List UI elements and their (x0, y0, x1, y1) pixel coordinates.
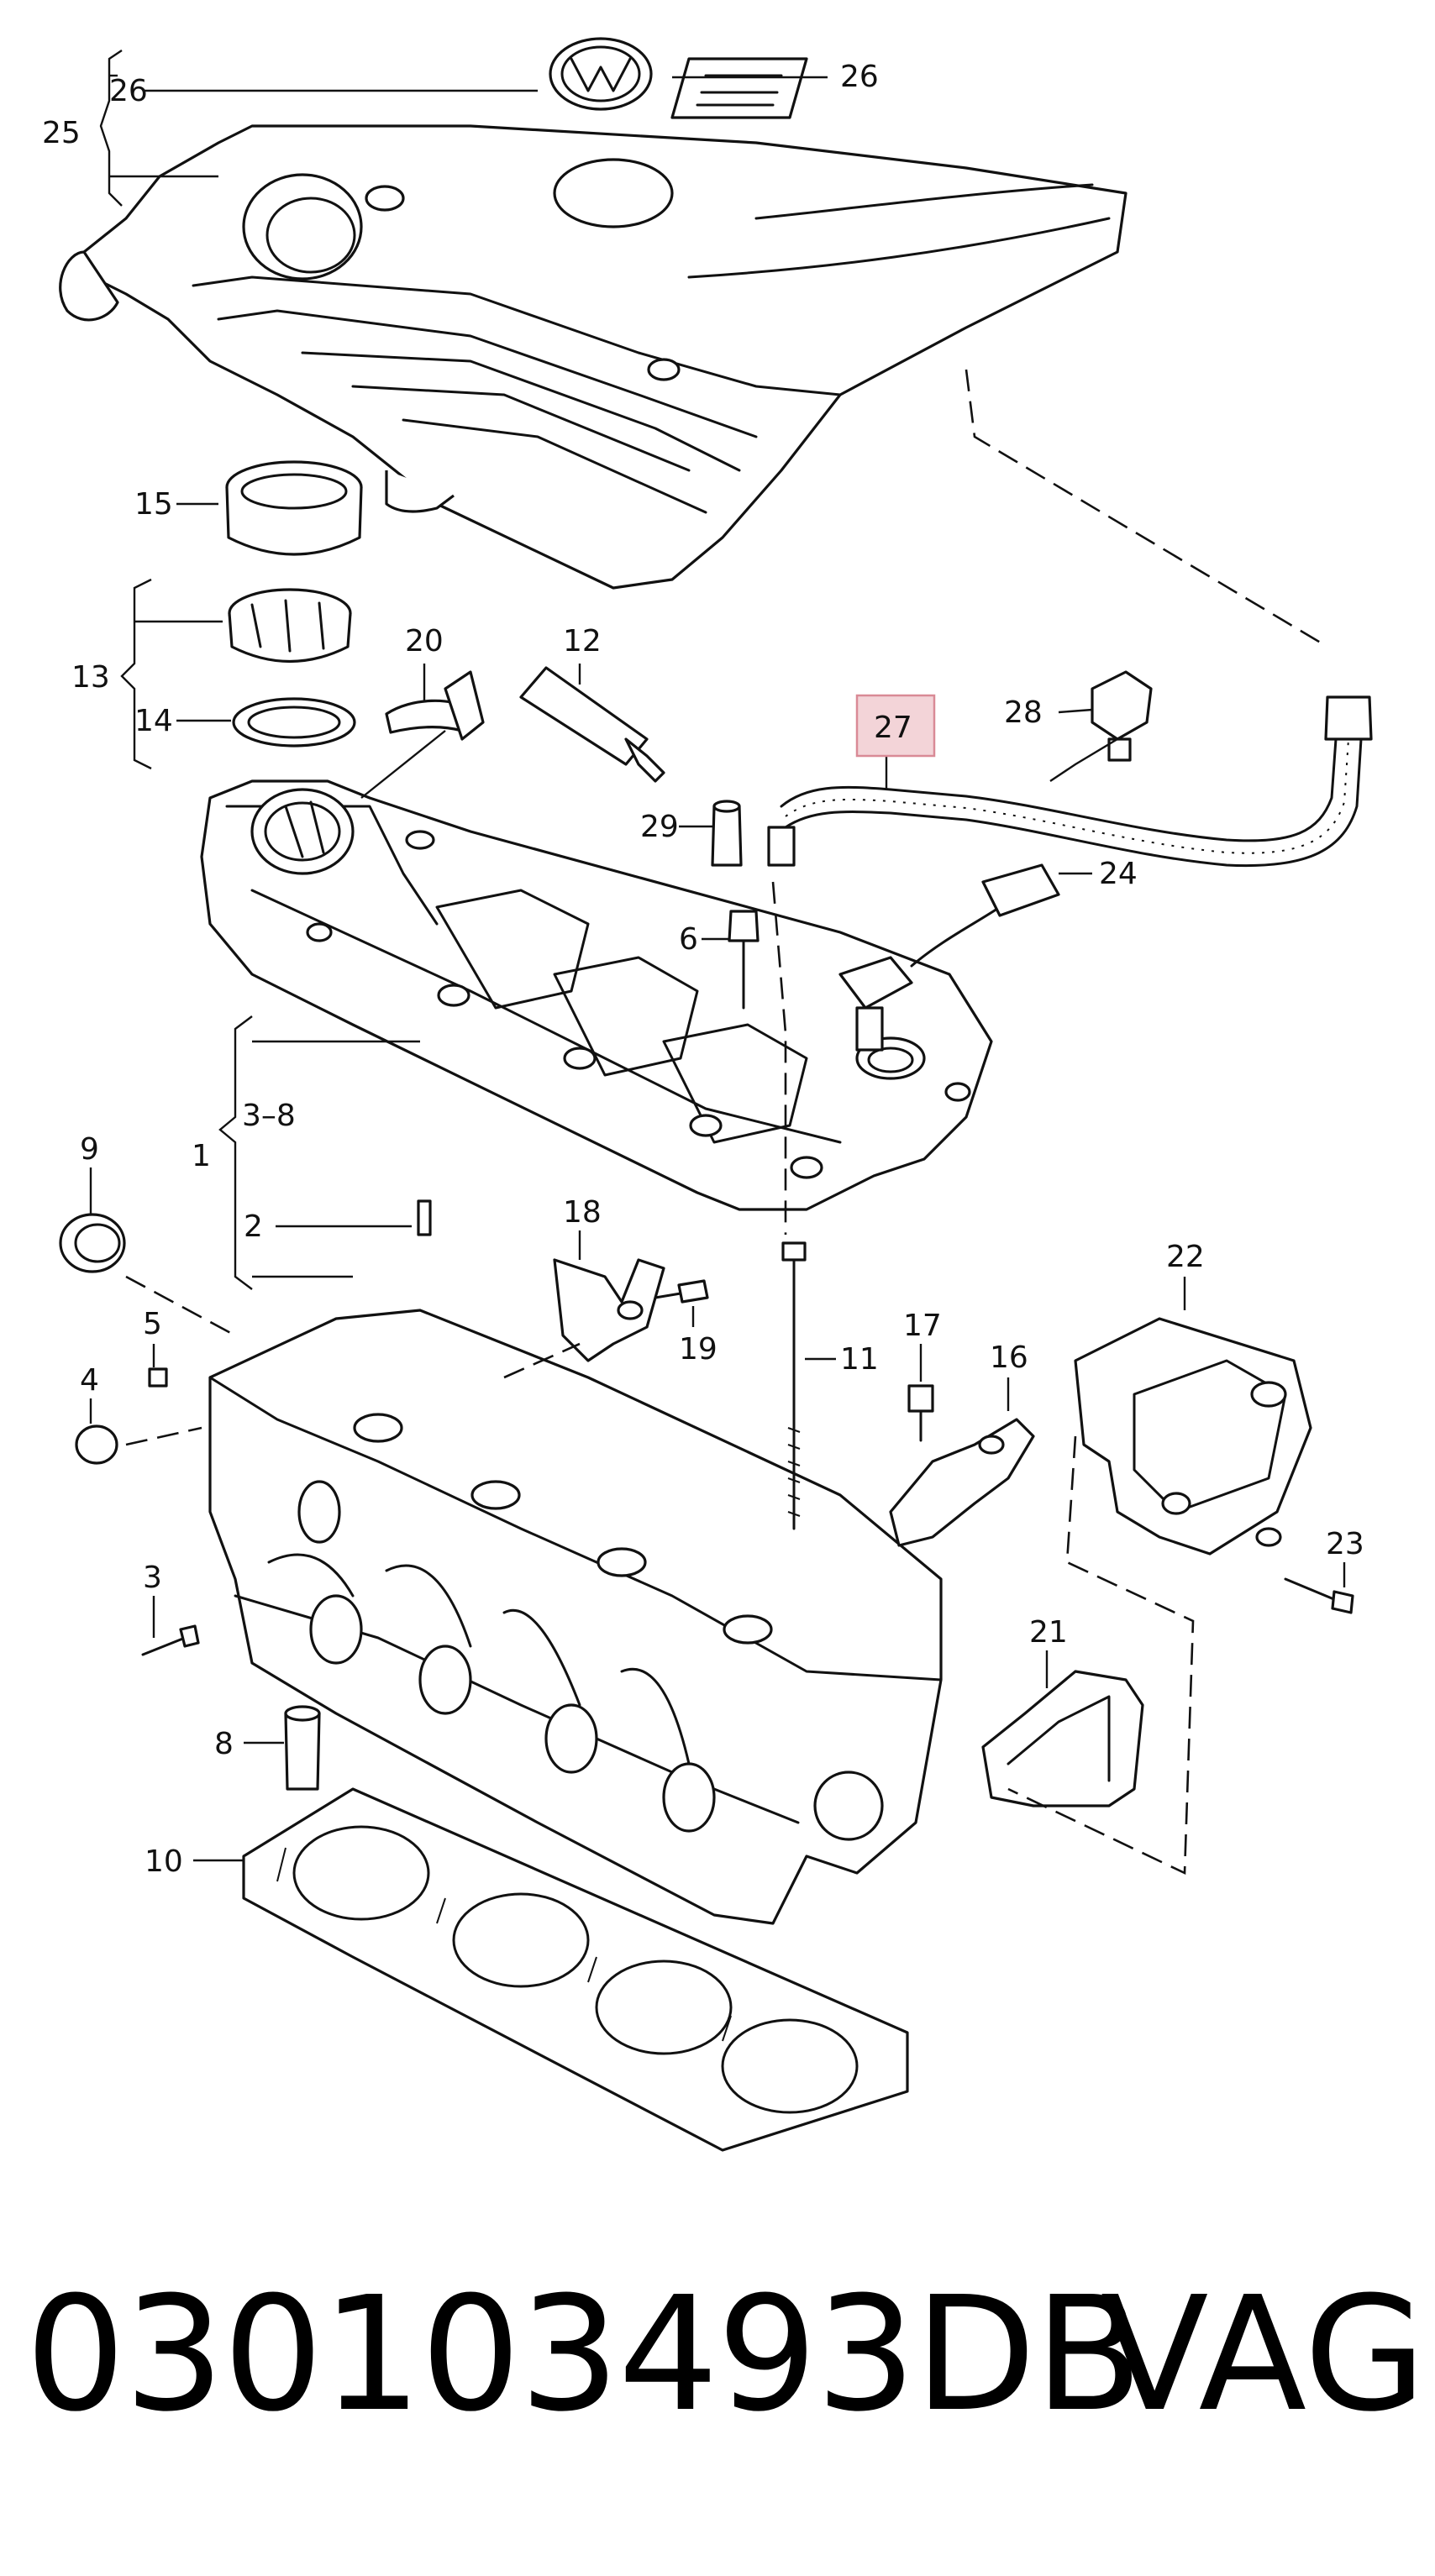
callout-29: 29 (640, 810, 679, 844)
bracket-16 (889, 1418, 1035, 1547)
small-clip (385, 670, 485, 741)
mount-bracket-21 (981, 1670, 1144, 1807)
bolt-19 (654, 1279, 709, 1304)
callout-4: 4 (80, 1363, 99, 1398)
oil-seal (59, 1213, 126, 1273)
callout-15: 15 (134, 487, 173, 522)
callout-12: 12 (563, 624, 602, 658)
bolt-23 (1284, 1577, 1354, 1614)
callout-28: 28 (1004, 695, 1043, 730)
sealant-tube (519, 666, 665, 783)
dowel-pin (417, 1199, 432, 1236)
callout-21: 21 (1029, 1615, 1068, 1650)
callout-17: 17 (903, 1309, 942, 1343)
part-number: 030103493DB (25, 2263, 1143, 2447)
callout-16: 16 (990, 1340, 1028, 1375)
highlighted-callout-box (855, 694, 936, 758)
callout-19: 19 (679, 1332, 718, 1367)
callout-24: 24 (1099, 857, 1138, 891)
position-sensor (838, 863, 1060, 1052)
grommet-ring (225, 460, 363, 556)
callout-18: 18 (563, 1195, 602, 1230)
head-bolt (781, 1241, 807, 1530)
bolt-3 (141, 1624, 200, 1656)
brand-name: VAG (1101, 2263, 1427, 2447)
callout-2: 2 (244, 1209, 263, 1244)
cylinder-head (208, 1309, 943, 1925)
hose-plug (711, 800, 796, 867)
dowel-sleeve (148, 1367, 168, 1388)
callout-20: 20 (405, 624, 444, 658)
callout-27: 27 (874, 711, 912, 745)
callout-26-badge: 26 (840, 60, 879, 94)
callout-11: 11 (840, 1342, 879, 1377)
bolt-6 (728, 910, 760, 1010)
sealing-plug (75, 1424, 118, 1465)
callout-9: 9 (80, 1132, 99, 1167)
vw-emblem (549, 37, 653, 111)
breather-hose (780, 695, 1373, 868)
callout-5: 5 (143, 1307, 162, 1341)
head-gasket (242, 1787, 909, 2152)
callout-26-emblem: 26 (109, 74, 148, 108)
callout-8: 8 (214, 1727, 234, 1761)
assembly-lines (125, 369, 1328, 1876)
callout-25: 25 (42, 116, 81, 150)
bracket-18 (553, 1258, 665, 1362)
housing-22 (1074, 1317, 1312, 1556)
cylinder-head-cover (200, 779, 993, 1211)
callout-23: 23 (1326, 1527, 1364, 1561)
callout-14: 14 (134, 704, 173, 738)
exploded-parts-diagram: 26 26 25 15 13 14 20 12 27 28 29 24 6 3–… (42, 37, 1373, 2152)
callout-10: 10 (145, 1844, 183, 1879)
valve-fitting (1091, 670, 1153, 762)
callout-labels: 26 26 25 15 13 14 20 12 27 28 29 24 6 3–… (42, 60, 1364, 1879)
screw-17 (907, 1384, 934, 1442)
callout-1: 1 (192, 1139, 211, 1173)
model-badge (670, 57, 808, 119)
stud-8 (284, 1705, 321, 1791)
callout-3-8: 3–8 (242, 1099, 296, 1133)
callout-6: 6 (679, 922, 698, 957)
oil-filler-cap (228, 588, 352, 663)
engine-cover (59, 124, 1128, 590)
callout-3: 3 (143, 1561, 162, 1595)
callout-13: 13 (71, 660, 110, 695)
leader-lines (89, 50, 1346, 1862)
filler-cap-seal (232, 697, 356, 748)
callout-22: 22 (1166, 1240, 1205, 1274)
